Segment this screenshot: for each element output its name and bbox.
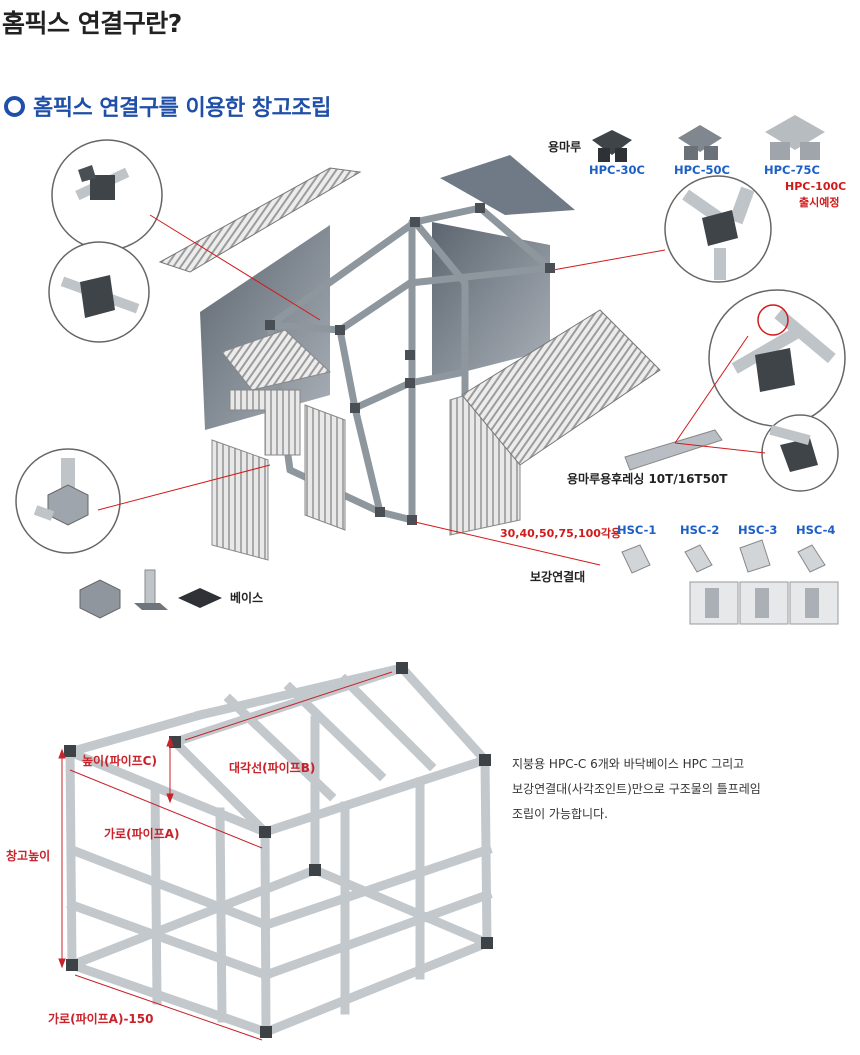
description-line-1: 지붕용 HPC-C 6개와 바닥베이스 HPC 그리고: [512, 757, 745, 771]
base-label: 베이스: [230, 591, 264, 605]
detail-circle-mid-left: [48, 241, 150, 343]
leader-lines: [97, 214, 766, 566]
front-gable: [221, 329, 332, 391]
detail-circle-flashing-top: [708, 289, 846, 427]
page-title: 홈픽스 연결구란?: [2, 9, 182, 38]
section-title: 홈픽스 연결구를 이용한 창고조립: [4, 90, 331, 122]
hsc-brackets-image: [621, 539, 826, 574]
frame-joints: [64, 662, 493, 1038]
reinforcement-sizes-label: 30,40,50,75,100각용: [500, 527, 622, 540]
width-pipe-a-label: 가로(파이프A): [104, 827, 180, 841]
description-line-2: 보강연결대(사각조인트)만으로 구조물의 틀프레임: [512, 782, 761, 796]
dimension-lines: [58, 671, 393, 1041]
hsc-photo-strip: [689, 581, 839, 625]
ridge-flashing-label: 용마루용후레싱 10T/16T50T: [567, 472, 728, 486]
height-pipe-c-label: 높이(파이프C): [82, 754, 157, 768]
coming-soon-label: 출시예정: [799, 196, 840, 209]
hpc-50c-label: HPC-50C: [674, 163, 730, 177]
hpc-30c-image: [592, 130, 632, 162]
reinforcement-label: 보강연결대: [530, 570, 586, 584]
assembly-description: 지붕용 HPC-C 6개와 바닥베이스 HPC 그리고 보강연결대(사각조인트)…: [512, 752, 842, 827]
ridge-flashing: [624, 429, 723, 471]
warehouse-height-label: 창고높이: [6, 849, 51, 863]
description-line-3: 조립이 가능합니다.: [512, 807, 608, 821]
frame-connectors: [265, 203, 555, 525]
hpc-75c-label: HPC-75C: [764, 163, 820, 177]
roof-panel-left: [158, 167, 362, 273]
base-parts-image: [79, 569, 222, 619]
hpc-50c-image: [678, 125, 722, 160]
hpc-75c-image: [765, 115, 825, 160]
frame-pipes: [64, 661, 493, 1038]
roof-sheet-top: [440, 155, 575, 215]
front-wall-panel: [229, 389, 301, 456]
detail-circle-ridge: [664, 175, 772, 283]
door-panel: [211, 439, 269, 561]
detail-circle-flashing-bottom: [761, 414, 839, 492]
hpc-100c-label: HPC-100C: [785, 180, 847, 193]
ridge-label: 용마루: [548, 140, 582, 154]
exploded-assembly-diagram: [15, 115, 846, 625]
front-right-wall-panel: [304, 404, 346, 531]
hsc-3-label: HSC-3: [738, 523, 778, 537]
bullet-ring-icon: [4, 95, 25, 117]
diagonal-pipe-b-label: 대각선(파이프B): [229, 761, 316, 775]
hsc-4-label: HSC-4: [796, 523, 836, 537]
hsc-1-label: HSC-1: [617, 523, 657, 537]
hsc-2-label: HSC-2: [680, 523, 720, 537]
width-pipe-a-minus-label: 가로(파이프A)-150: [48, 1012, 154, 1026]
section-title-text: 홈픽스 연결구를 이용한 창고조립: [33, 96, 331, 121]
detail-circle-base: [15, 448, 121, 554]
detail-circle-top-left: [51, 139, 163, 251]
roof-panel-right: [461, 309, 661, 466]
hpc-30c-label: HPC-30C: [589, 163, 645, 177]
